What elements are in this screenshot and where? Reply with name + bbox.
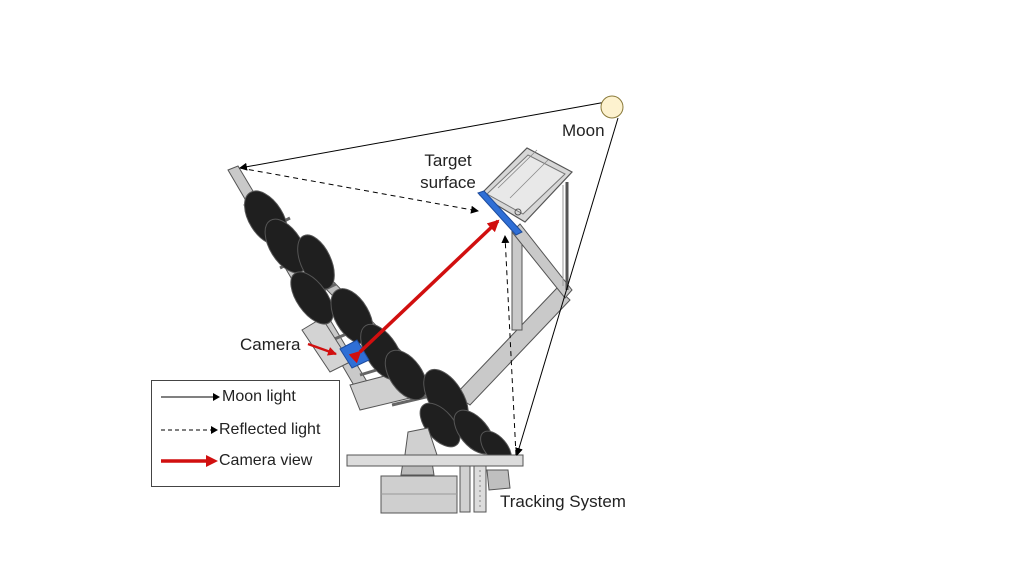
mount-base [346, 427, 524, 514]
legend: Moon light Reflected light Camera view [151, 380, 340, 487]
camera-pointer [307, 342, 337, 356]
legend-label: Moon light [222, 388, 296, 405]
legend-label: Camera view [219, 452, 313, 469]
legend-label: Reflected light [219, 421, 321, 438]
legend-item-camera-view: Camera view [152, 451, 339, 471]
reflected-light-rays [239, 167, 517, 456]
support-strut [454, 182, 573, 406]
tracking-system-label: Tracking System [500, 492, 626, 511]
target-surface [477, 190, 523, 236]
moon-icon [600, 95, 624, 119]
target-surface-label: Target surface [418, 150, 478, 194]
tracking-motor [486, 469, 511, 491]
target-label-line1: Target [424, 151, 472, 170]
legend-item-reflected-light: Reflected light [152, 420, 339, 440]
moon-light-rays [239, 101, 619, 456]
legend-solid-arrow [161, 393, 220, 401]
target-box [477, 147, 573, 236]
moon-label: Moon [562, 121, 605, 140]
camera-view-ray [307, 219, 500, 364]
camera-label: Camera [240, 335, 301, 354]
legend-item-moon-light: Moon light [152, 387, 339, 407]
target-label-line2: surface [420, 173, 476, 192]
legend-red-arrow [161, 455, 218, 467]
legend-dashed-arrow [161, 426, 218, 434]
